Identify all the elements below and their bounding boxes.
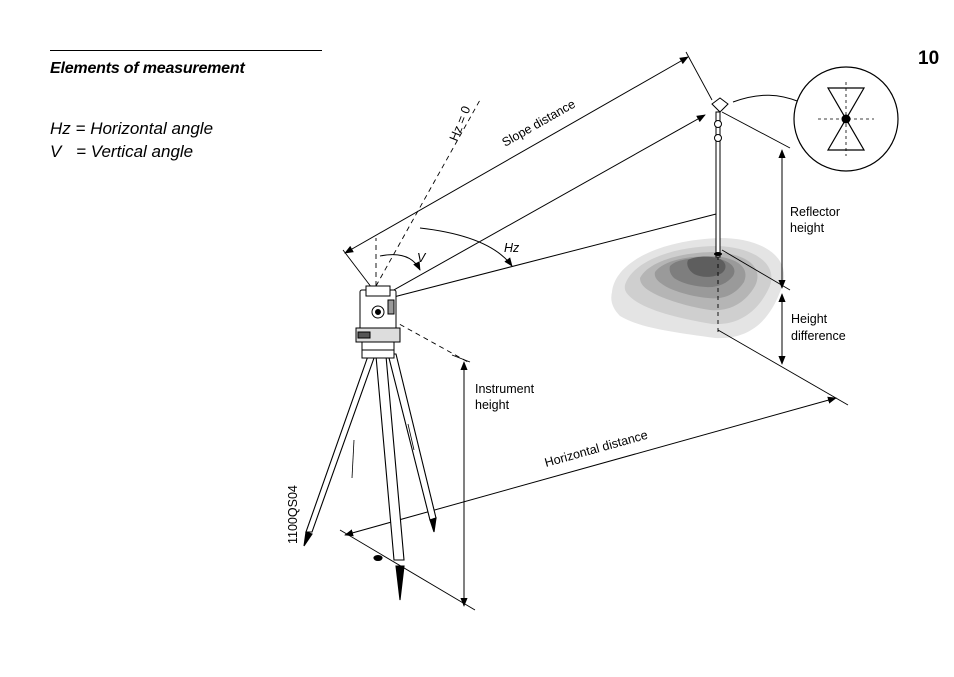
- horizontal-distance-arrow: [344, 396, 837, 537]
- construction-lines: [339, 51, 849, 611]
- total-station: [355, 285, 401, 359]
- tripod: [303, 353, 437, 601]
- vertical-angle-arc: [379, 254, 421, 271]
- horizontal-distance-label: Horizontal distance: [543, 428, 649, 470]
- figure-code-label: 1100QS04: [286, 485, 300, 544]
- angle-hz-label: Hz: [504, 241, 520, 255]
- hz-zero-label: Hz = 0: [447, 104, 474, 143]
- legend-symbol-hz: Hz: [50, 119, 71, 138]
- legend-symbol-v: V: [50, 142, 62, 161]
- legend-horizontal-angle: Hz = Horizontal angle: [50, 119, 213, 139]
- height-difference-label-line2: difference: [791, 329, 846, 343]
- header-rule: [50, 50, 322, 51]
- legend-text-hz: Horizontal angle: [90, 119, 214, 138]
- instrument-height-label-line1: Instrument: [475, 382, 535, 396]
- page-number: 10: [918, 48, 940, 69]
- reflector-height-label-line2: height: [790, 221, 825, 235]
- legend-text-v: Vertical angle: [90, 142, 194, 161]
- reflector-target-callout: [732, 66, 899, 172]
- instrument-horizon-line: [391, 319, 469, 363]
- reflector-height-label-line1: Reflector: [790, 205, 840, 219]
- slope-distance-arrow: [344, 56, 689, 254]
- legend-vertical-angle: V = Vertical angle: [50, 142, 193, 162]
- angle-v-label: V: [417, 251, 427, 265]
- terrain-contours: [611, 238, 785, 339]
- reflector-pole: [711, 97, 729, 258]
- section-title: Elements of measurement: [50, 60, 245, 77]
- height-difference-label-line1: Height: [791, 312, 828, 326]
- legend-equals: =: [76, 142, 87, 161]
- slope-distance-label: Slope distance: [500, 97, 578, 150]
- legend-equals: =: [75, 119, 86, 138]
- horizontal-angle-arc: [419, 227, 513, 267]
- instrument-height-label-line2: height: [475, 398, 510, 412]
